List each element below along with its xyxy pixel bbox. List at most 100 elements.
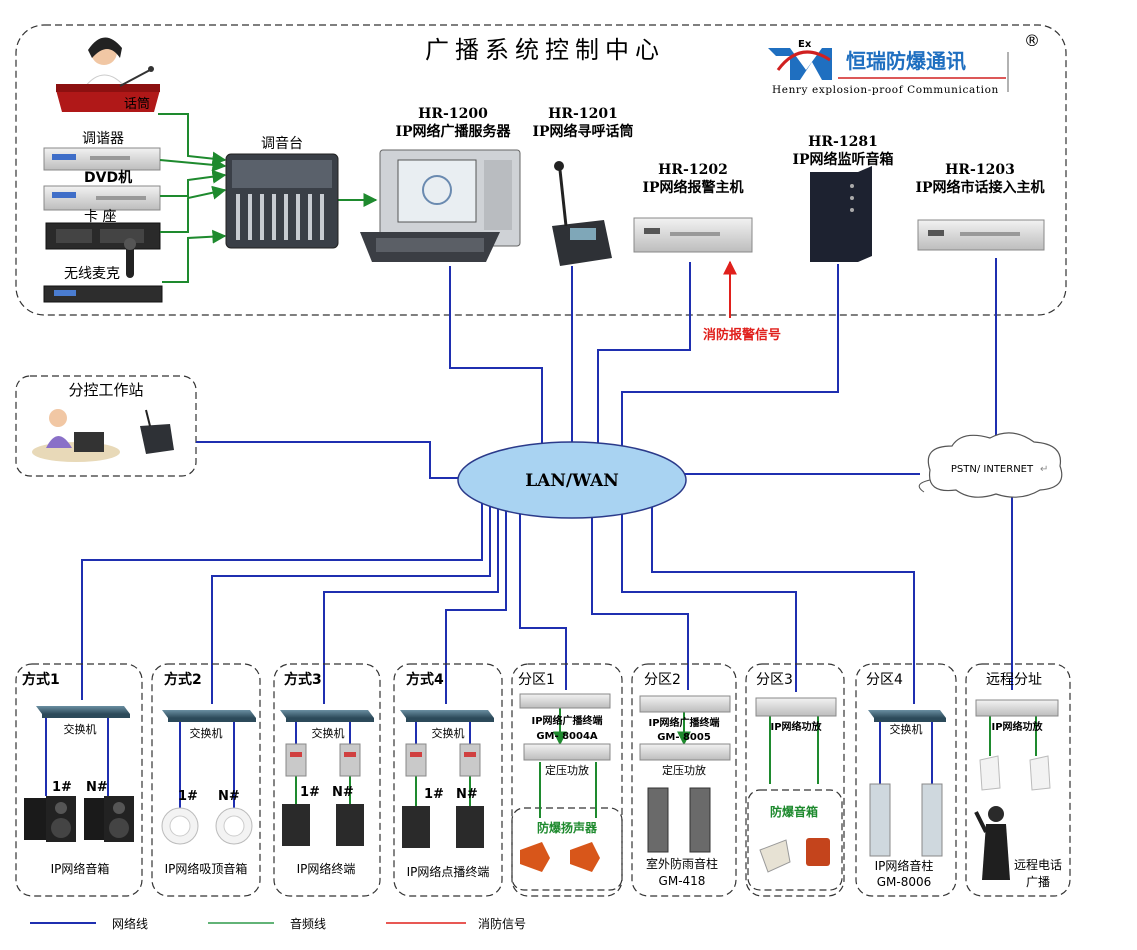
- zone4-n2: N#: [456, 787, 478, 802]
- paging-mic-device: [552, 161, 612, 266]
- pstn-return-mark: ↵: [1040, 464, 1048, 475]
- mixer-label: 调音台: [261, 135, 303, 152]
- sub-station-label: 分控工作站: [68, 381, 143, 399]
- zone-title-2: 方式2: [164, 671, 202, 688]
- zone9-caption1: 远程电话: [1014, 857, 1062, 872]
- zone3-terminals: [282, 743, 364, 846]
- device-model-1203: HR-1203: [945, 162, 1015, 178]
- zone1-speakers: [24, 796, 134, 842]
- alarm-host-device: [633, 217, 753, 253]
- zone-title-5: 分区1: [518, 672, 555, 688]
- device-model-1281: HR-1281: [808, 134, 878, 150]
- device-name-1200: IP网络广播服务器: [395, 123, 511, 140]
- zone6-caption2: GM-418: [659, 874, 706, 888]
- zone4-caption: IP网络点播终端: [407, 864, 490, 879]
- zone3-n1: 1#: [300, 785, 320, 800]
- device-model-1202: HR-1202: [658, 162, 728, 178]
- zone2-ceiling-speakers: [161, 807, 253, 845]
- zone6-model: GM- 8005: [657, 732, 711, 743]
- zone6-caption1: 室外防雨音柱: [646, 856, 718, 871]
- pstn-label: PSTN/ INTERNET: [951, 464, 1034, 475]
- sub-station-operator: [32, 409, 174, 462]
- source-label-mic: 话筒: [124, 96, 150, 112]
- zone-title-1: 方式1: [22, 671, 60, 688]
- control-center-box: [15, 24, 1067, 316]
- source-label-dvd: DVD机: [84, 169, 132, 186]
- zone5-devices: [519, 693, 611, 872]
- zone1-n1: 1#: [52, 780, 72, 795]
- zone3-n2: N#: [332, 785, 354, 800]
- legend-audio-label: 音频线: [290, 916, 326, 931]
- zone8-caption2: GM-8006: [877, 875, 932, 889]
- brand-ex-mark: Ex: [798, 39, 812, 50]
- zone-audio-lines: [295, 708, 1037, 818]
- deck-device: [45, 222, 161, 250]
- switch-label-2: 交换机: [190, 726, 223, 740]
- zone-title-3: 方式3: [284, 671, 322, 688]
- zone-title-4: 方式4: [406, 671, 444, 688]
- zone6-amp: 定压功放: [662, 763, 706, 777]
- zone5-amp: 定压功放: [545, 763, 589, 777]
- zone1-caption: IP网络音箱: [51, 861, 110, 876]
- zone8-caption1: IP网络音柱: [875, 858, 934, 873]
- zone7-term: IP网络功放: [770, 720, 822, 733]
- brand-name: 恒瑞防爆通讯: [846, 49, 966, 73]
- zone9-term: IP网络功放: [991, 720, 1043, 733]
- zone3-caption: IP网络终端: [297, 861, 356, 876]
- dvd-device: [43, 185, 161, 211]
- fire-alarm-label: 消防报警信号: [703, 327, 781, 343]
- mixer-device: [225, 153, 339, 249]
- source-label-wireless-mic: 无线麦克: [64, 266, 120, 282]
- sub-station-box: [15, 375, 197, 477]
- brand-english: Henry explosion-proof Communication: [772, 84, 999, 96]
- lan-wan-cloud: [457, 441, 687, 519]
- zone5-sub: 防爆扬声器: [537, 820, 598, 835]
- zone4-n1: 1#: [424, 787, 444, 802]
- zone-network-lines: [45, 718, 933, 808]
- device-name-1202: IP网络报警主机: [642, 179, 743, 196]
- zone5-model: GM- 8004A: [536, 731, 598, 742]
- zone2-n1: 1#: [178, 789, 198, 804]
- zone5-term: IP网络广播终端: [531, 714, 602, 727]
- zone2-n2: N#: [218, 789, 240, 804]
- zone-title-9: 远程分址: [986, 672, 1042, 688]
- source-label-deck: 卡 座: [84, 209, 116, 225]
- switch-label-4: 交换机: [432, 726, 465, 740]
- zone-title-6: 分区2: [644, 672, 681, 688]
- zone9-caption2: 广播: [1026, 875, 1050, 889]
- phone-access-device: [917, 219, 1045, 251]
- zone9-devices: [974, 699, 1059, 880]
- brand-logo: Ex 恒瑞防爆通讯 Henry explosion-proof Communic…: [768, 31, 1040, 96]
- lan-wan-label: LAN/WAN: [525, 471, 619, 491]
- zone-title-8: 分区4: [866, 672, 903, 688]
- diagram-title: 广播系统控制中心: [425, 36, 665, 64]
- zone7-devices: [755, 697, 837, 873]
- pstn-cloud: [927, 432, 1063, 498]
- wireless-mic-device: [43, 238, 163, 303]
- zone-title-7: 分区3: [756, 672, 793, 688]
- device-name-1203: IP网络市话接入主机: [915, 179, 1044, 196]
- zone1-n2: N#: [86, 780, 108, 795]
- brand-registered: ®: [1024, 31, 1040, 50]
- zone6-devices: [639, 695, 731, 853]
- zone2-caption: IP网络吸顶音箱: [165, 861, 248, 876]
- device-model-1201: HR-1201: [548, 106, 618, 122]
- switch-label-1: 交换机: [64, 722, 97, 736]
- monitor-speaker-device: [810, 166, 872, 262]
- zone-boxes: [15, 663, 1071, 897]
- zone4-terminals: [402, 743, 484, 848]
- switch-label-8: 交换机: [890, 722, 923, 736]
- broadcast-server-device: [360, 149, 521, 262]
- zone6-term: IP网络广播终端: [648, 716, 719, 729]
- device-name-1281: IP网络监听音箱: [792, 151, 893, 168]
- device-name-1201: IP网络寻呼话筒: [532, 123, 633, 140]
- switch-label-3: 交换机: [312, 726, 345, 740]
- zone7-sub: 防爆音箱: [770, 804, 818, 819]
- microphone-operator: [56, 37, 160, 112]
- legend-fire-label: 消防信号: [478, 916, 526, 931]
- zone8-devices: [869, 783, 943, 857]
- legend: 网络线 音频线 消防信号: [30, 916, 526, 931]
- device-model-1200: HR-1200: [418, 106, 488, 122]
- source-label-tuner: 调谐器: [82, 131, 124, 147]
- audio-lines-sources: [158, 113, 378, 283]
